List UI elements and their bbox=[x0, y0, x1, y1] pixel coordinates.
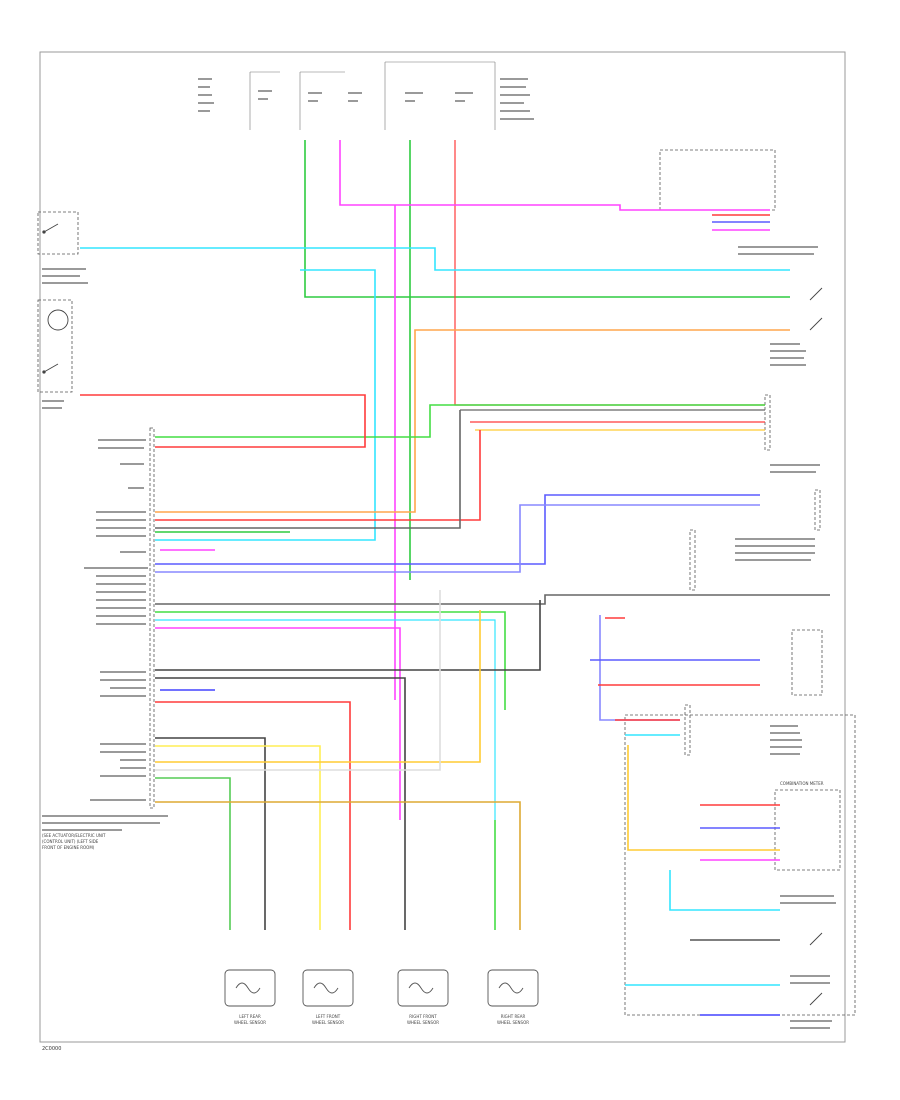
wire-harness bbox=[80, 140, 830, 1016]
wheel-sensor-right-front bbox=[397, 969, 449, 1007]
label-marks bbox=[42, 78, 836, 1029]
right-rear-sensor-caption-1: RIGHT REAR bbox=[501, 1014, 526, 1019]
right-rear-sensor-caption-2: WHEEL SENSOR bbox=[497, 1020, 529, 1025]
diagram-border bbox=[39, 51, 846, 1043]
module-outlines bbox=[37, 149, 856, 1016]
wheel-sensor-left-front bbox=[302, 969, 354, 1007]
abs-actuator-note-2: (CONTROL UNIT) (LEFT SIDE bbox=[42, 839, 99, 844]
combination-meter-label: COMBINATION METER bbox=[780, 781, 824, 786]
wheel-sensor-left-rear bbox=[224, 969, 276, 1007]
right-front-sensor-caption-2: WHEEL SENSOR bbox=[407, 1020, 439, 1025]
switch-symbols bbox=[42, 223, 823, 1006]
abs-actuator-note-3: FRONT OF ENGINE ROOM) bbox=[42, 845, 95, 850]
left-front-sensor-caption-1: LEFT FRONT bbox=[316, 1014, 341, 1019]
fuse-block-labels bbox=[249, 61, 496, 130]
abs-actuator-note-1: (SEE ACTUATOR/ELECTRIC UNIT bbox=[42, 833, 106, 838]
footer-code: 2C0000 bbox=[42, 1046, 61, 1052]
wheel-sensor-right-rear bbox=[487, 969, 539, 1007]
module-pin-labels bbox=[42, 439, 168, 831]
left-rear-sensor-caption-1: LEFT REAR bbox=[239, 1014, 261, 1019]
right-front-sensor-caption-1: RIGHT FRONT bbox=[409, 1014, 437, 1019]
left-rear-sensor-caption-2: WHEEL SENSOR bbox=[234, 1020, 266, 1025]
left-front-sensor-caption-2: WHEEL SENSOR bbox=[312, 1020, 344, 1025]
